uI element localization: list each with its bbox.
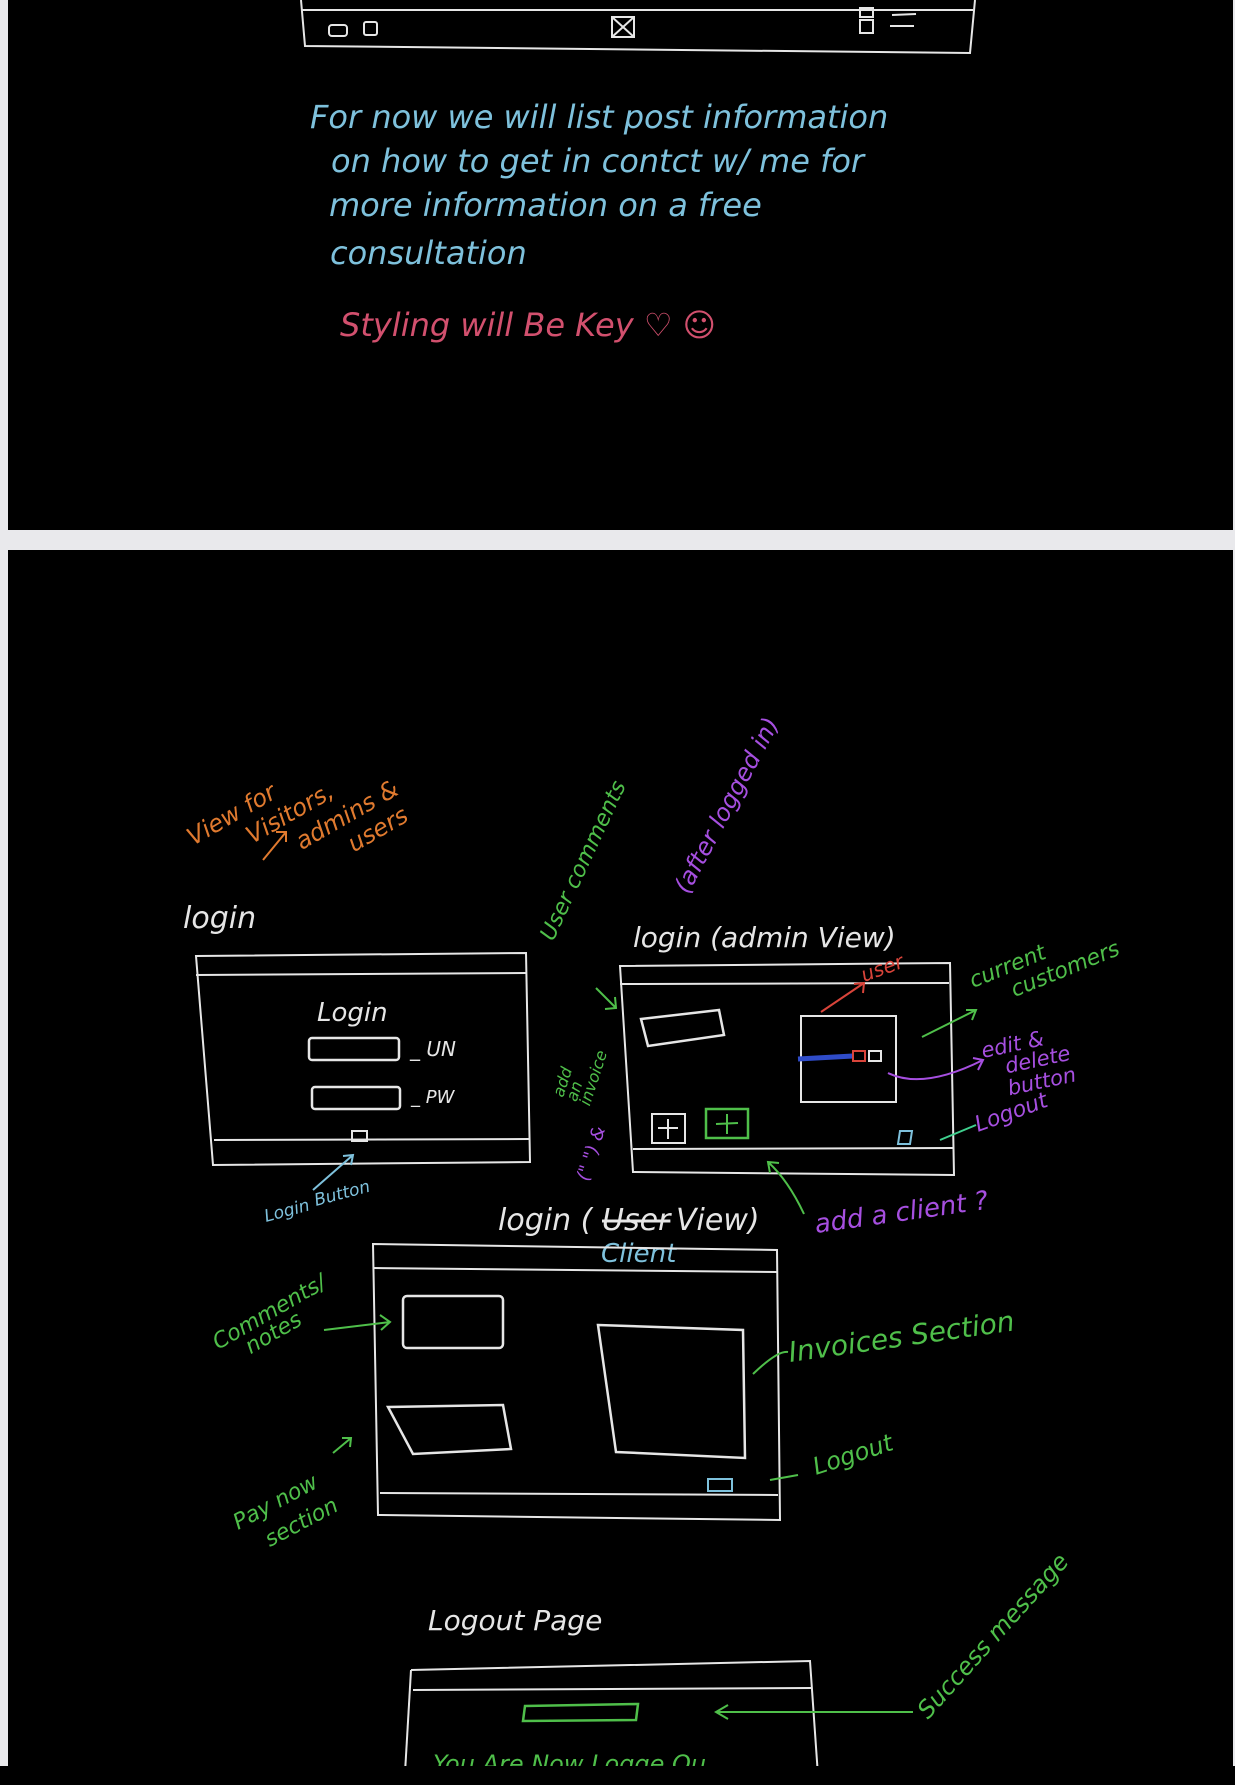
comments-notes-box bbox=[401, 1294, 505, 1350]
top-sketch-svg: For now we will list post information on… bbox=[300, 0, 976, 344]
customers-arrow bbox=[921, 1009, 978, 1038]
pay-now-arrow bbox=[332, 1437, 353, 1454]
comments-arrow bbox=[323, 1314, 392, 1331]
plus-icon bbox=[658, 1119, 678, 1139]
current-customers-note: current customers bbox=[966, 936, 1123, 1002]
client-word: Client bbox=[601, 1239, 677, 1269]
ditto-note: (" ") & bbox=[573, 1124, 610, 1184]
svg-text:login (: login ( bbox=[498, 1203, 594, 1238]
bottom-sketch-svg: View for Visitors, admins & users login … bbox=[182, 713, 1123, 1785]
username-label: _ UN bbox=[409, 1037, 456, 1061]
logout-page-title: Logout Page bbox=[428, 1604, 602, 1637]
customer-row bbox=[797, 1053, 854, 1062]
client-logout-button-sketch bbox=[707, 1478, 733, 1492]
views-note: View for Visitors, admins & users bbox=[182, 774, 413, 858]
edit-delete-arrow bbox=[887, 1057, 985, 1081]
username-field bbox=[307, 1036, 401, 1062]
pay-now-note: Pay now section bbox=[229, 1469, 342, 1552]
add-client-button bbox=[704, 1107, 750, 1140]
admin-section-title: login (admin View) bbox=[633, 921, 896, 954]
note-line: consultation bbox=[330, 234, 527, 272]
note-line: on how to get in contct w/ me for bbox=[331, 142, 866, 180]
admin-logout-button-sketch bbox=[896, 1130, 914, 1145]
button-icon bbox=[363, 21, 378, 36]
password-field bbox=[310, 1085, 402, 1111]
add-client-arrow bbox=[766, 1160, 805, 1215]
user-comments-note: User comments bbox=[536, 777, 632, 944]
invoices-arrow bbox=[752, 1350, 789, 1375]
login-button-sketch bbox=[351, 1130, 368, 1142]
invoices-section-note: Invoices Section bbox=[786, 1305, 1016, 1369]
button-icon bbox=[328, 24, 348, 37]
add-invoice-button bbox=[651, 1113, 686, 1144]
add-invoice-note: add an invoice bbox=[549, 1048, 611, 1108]
contact-info-note: For now we will list post information on… bbox=[310, 98, 888, 272]
client-logout-note: Logout bbox=[809, 1428, 898, 1481]
views-arrow bbox=[262, 831, 287, 861]
login-wireframe bbox=[194, 951, 532, 1167]
comments-note: Comments/ notes bbox=[209, 1269, 333, 1360]
svg-text:invoice: invoice bbox=[575, 1048, 611, 1108]
admin-logout-line bbox=[939, 1124, 977, 1141]
note-line: For now we will list post information bbox=[310, 98, 888, 136]
admin-user-note: user bbox=[858, 949, 909, 987]
edit-button-sketch bbox=[852, 1050, 866, 1062]
menu-icon bbox=[890, 13, 917, 27]
user-icon bbox=[859, 7, 874, 34]
admin-wireframe bbox=[618, 961, 956, 1177]
svg-text:User: User bbox=[602, 1203, 672, 1238]
client-section-title: login ( User View) bbox=[498, 1203, 760, 1238]
styling-note: Styling will Be Key ♡ ☺ bbox=[340, 306, 716, 344]
client-wireframe bbox=[371, 1242, 782, 1522]
svg-text:Login: Login bbox=[262, 1196, 312, 1227]
login-button-arrow bbox=[312, 1153, 355, 1191]
success-message-box bbox=[521, 1702, 640, 1723]
image-placeholder-icon bbox=[611, 16, 635, 38]
password-label: _ PW bbox=[410, 1087, 456, 1108]
pay-now-box bbox=[385, 1403, 513, 1456]
edit-delete-note: edit & delete button bbox=[979, 1026, 1078, 1100]
bottom-edge-bar bbox=[0, 1766, 1235, 1785]
admin-comments-box bbox=[639, 1008, 726, 1048]
user-comments-arrow bbox=[595, 987, 618, 1010]
success-arrow bbox=[714, 1704, 913, 1720]
delete-button-sketch bbox=[868, 1050, 882, 1062]
login-section-title: login bbox=[183, 901, 256, 936]
plus-icon bbox=[715, 1114, 739, 1134]
after-login-note: (after logged in) bbox=[669, 713, 785, 898]
add-client-note: add a client ? bbox=[813, 1186, 991, 1240]
bottom-sketch-panel: View for Visitors, admins & users login … bbox=[8, 550, 1233, 1785]
user-arrow bbox=[820, 981, 866, 1013]
note-line: more information on a free bbox=[329, 186, 762, 224]
top-sketch-panel: For now we will list post information on… bbox=[8, 0, 1233, 530]
login-button-note: Login Button bbox=[262, 1177, 372, 1227]
login-heading: Login bbox=[317, 998, 388, 1028]
success-message-note: Success message bbox=[912, 1548, 1075, 1724]
client-logout-line bbox=[769, 1474, 799, 1481]
invoices-box bbox=[596, 1323, 747, 1460]
svg-text:View): View) bbox=[676, 1203, 760, 1238]
